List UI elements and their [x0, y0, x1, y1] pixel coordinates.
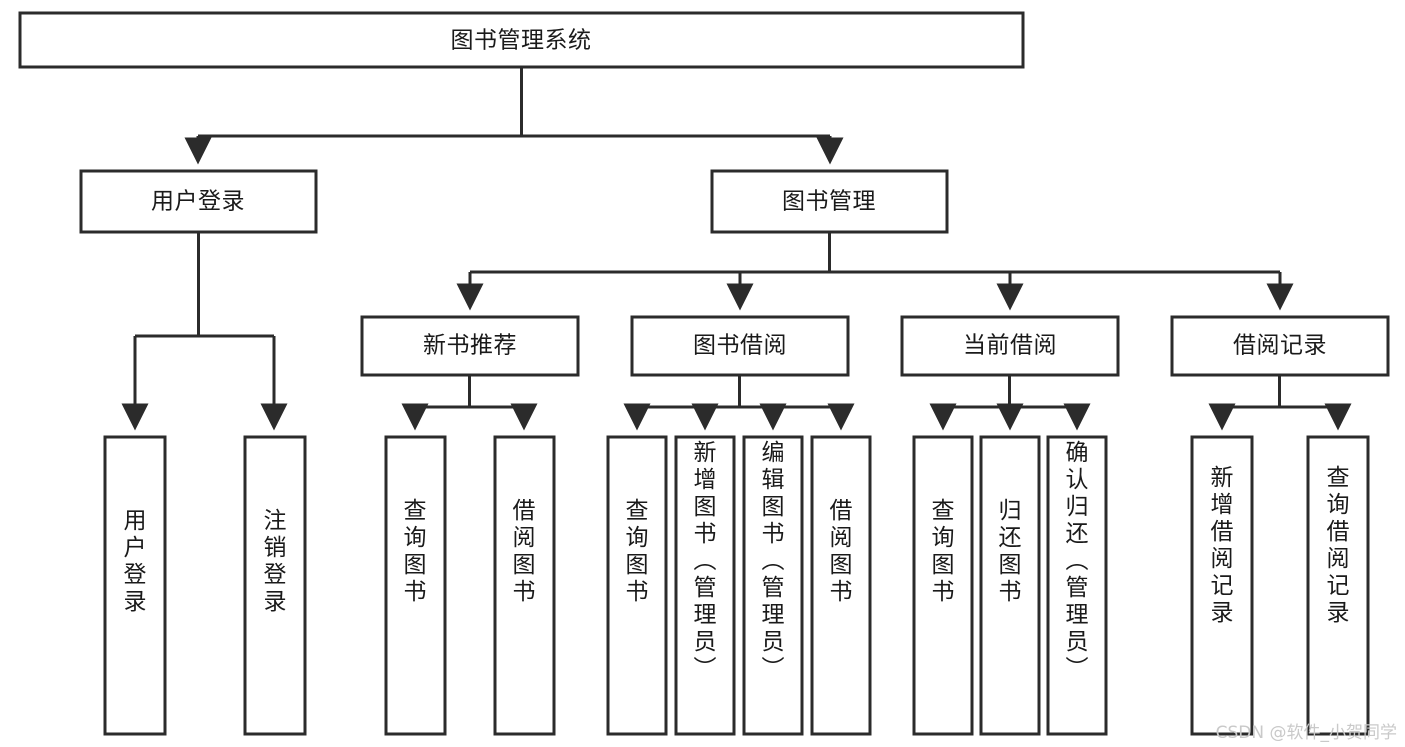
node-current-borrow-label: 当前借阅	[963, 333, 1057, 359]
node-leaf-query-book-2[interactable]: 查询图书	[606, 435, 668, 736]
node-leaf-borrow-book-1-label: 借阅图书	[513, 498, 536, 605]
node-leaf-edit-book[interactable]: 编辑图书︵管理员︶	[742, 435, 804, 736]
node-leaf-query-record[interactable]: 查询借阅记录	[1306, 435, 1370, 736]
node-leaf-add-book-box[interactable]	[674, 435, 736, 736]
node-new-book-rec[interactable]: 新书推荐	[360, 315, 580, 377]
edge-group-user-login-to-leaves	[121, 232, 288, 431]
node-book-borrow[interactable]: 图书借阅	[630, 315, 850, 377]
node-user-login-label: 用户登录	[151, 189, 245, 215]
edge-group-new-book-rec-to-leaves	[401, 375, 538, 431]
node-leaf-add-record[interactable]: 新增借阅记录	[1190, 435, 1254, 736]
node-leaf-query-book-1[interactable]: 查询图书	[384, 435, 447, 736]
node-root[interactable]: 图书管理系统	[18, 11, 1025, 69]
node-new-book-rec-box[interactable]	[360, 315, 580, 377]
node-user-login[interactable]: 用户登录	[79, 169, 318, 234]
node-leaf-user-login-label: 用户登录	[124, 508, 147, 615]
node-book-manage-box[interactable]	[710, 169, 949, 234]
node-root-box[interactable]	[18, 11, 1025, 69]
node-book-manage-label: 图书管理	[782, 189, 876, 215]
node-leaf-add-record-box[interactable]	[1190, 435, 1254, 736]
node-book-borrow-label: 图书借阅	[693, 333, 787, 359]
edge-group-book-borrow-to-leaves	[623, 375, 855, 431]
node-leaf-user-login-box[interactable]	[103, 435, 167, 736]
edge-group-book-manage-to-level3	[456, 232, 1294, 311]
node-leaf-query-book-1-label: 查询图书	[404, 498, 427, 605]
node-current-borrow[interactable]: 当前借阅	[900, 315, 1120, 377]
node-current-borrow-box[interactable]	[900, 315, 1120, 377]
node-leaf-confirm-return[interactable]: 确认归还︵管理员︶	[1046, 435, 1108, 736]
node-leaf-edit-book-label: 编辑图书︵管理员︶	[762, 440, 785, 682]
node-leaf-borrow-book-1-box[interactable]	[493, 435, 556, 736]
node-leaf-query-book-1-box[interactable]	[384, 435, 447, 736]
node-borrow-record-box[interactable]	[1170, 315, 1390, 377]
node-user-login-box[interactable]	[79, 169, 318, 234]
node-leaf-logout-box[interactable]	[243, 435, 307, 736]
node-leaf-query-book-3[interactable]: 查询图书	[912, 435, 974, 736]
node-leaf-borrow-book-2[interactable]: 借阅图书	[810, 435, 872, 736]
node-leaf-edit-book-box[interactable]	[742, 435, 804, 736]
node-leaf-query-record-box[interactable]	[1306, 435, 1370, 736]
node-borrow-record[interactable]: 借阅记录	[1170, 315, 1390, 377]
node-leaf-return-book-label: 归还图书	[999, 498, 1022, 605]
node-leaf-add-book[interactable]: 新增图书︵管理员︶	[674, 435, 736, 736]
node-leaf-confirm-return-label: 确认归还︵管理员︶	[1066, 440, 1089, 682]
node-new-book-rec-label: 新书推荐	[423, 333, 517, 359]
node-leaf-query-book-3-label: 查询图书	[932, 498, 955, 605]
node-leaf-confirm-return-box[interactable]	[1046, 435, 1108, 736]
node-leaf-logout-label: 注销登录	[264, 508, 287, 615]
node-book-manage[interactable]: 图书管理	[710, 169, 949, 234]
node-leaf-borrow-book-2-box[interactable]	[810, 435, 872, 736]
node-leaf-query-book-3-box[interactable]	[912, 435, 974, 736]
node-leaf-borrow-book-2-label: 借阅图书	[830, 498, 853, 605]
edge-group-borrow-record-to-leaves	[1208, 375, 1352, 431]
node-leaf-borrow-book-1[interactable]: 借阅图书	[493, 435, 556, 736]
node-leaf-user-login[interactable]: 用户登录	[103, 435, 167, 736]
node-leaf-return-book-box[interactable]	[979, 435, 1041, 736]
node-leaf-logout[interactable]: 注销登录	[243, 435, 307, 736]
node-root-label: 图书管理系统	[451, 28, 592, 54]
node-leaf-return-book[interactable]: 归还图书	[979, 435, 1041, 736]
node-leaf-query-record-label: 查询借阅记录	[1327, 465, 1350, 626]
node-borrow-record-label: 借阅记录	[1233, 333, 1327, 359]
node-leaf-query-book-2-box[interactable]	[606, 435, 668, 736]
node-leaf-query-book-2-label: 查询图书	[626, 498, 649, 605]
edge-group-root-to-level2	[184, 67, 844, 165]
edge-group-current-borrow-to-leaves	[929, 375, 1091, 431]
node-leaf-add-record-label: 新增借阅记录	[1211, 465, 1234, 626]
node-book-borrow-box[interactable]	[630, 315, 850, 377]
node-leaf-add-book-label: 新增图书︵管理员︶	[694, 440, 717, 682]
